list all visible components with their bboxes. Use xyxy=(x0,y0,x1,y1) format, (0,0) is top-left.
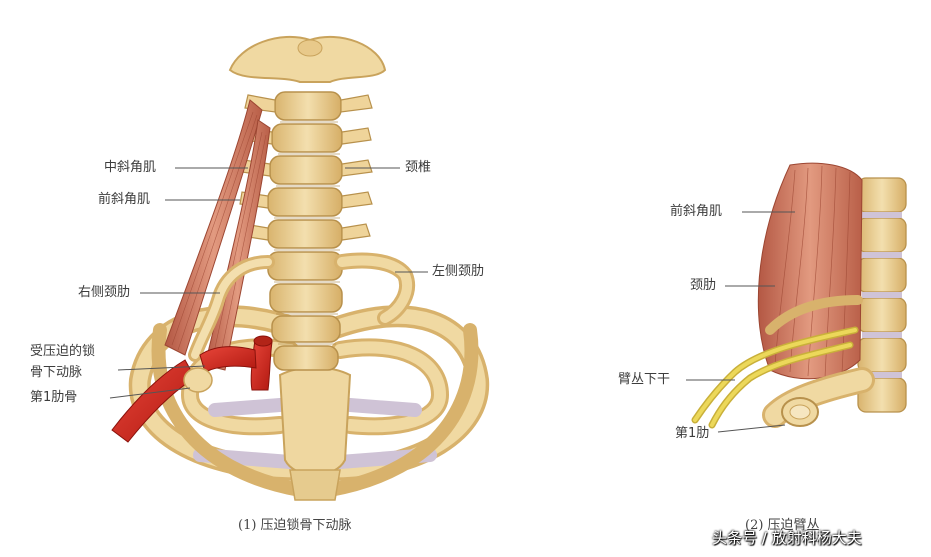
label-middle-scalene: 中斜角肌 xyxy=(104,160,157,175)
label-right-anterior-scalene: 前斜角肌 xyxy=(670,204,723,219)
label-right-first-rib: 第1肋 xyxy=(675,426,710,441)
label-left-cervical-rib: 左侧颈肋 xyxy=(432,264,485,279)
label-compressed-subclavian-line2: 骨下动脉 xyxy=(30,365,83,380)
label-compressed-subclavian-line1: 受压迫的锁 xyxy=(30,344,96,359)
leader-lines-left xyxy=(109,167,428,399)
caption-left: (1) 压迫锁骨下动脉 xyxy=(238,518,352,533)
label-anterior-scalene: 前斜角肌 xyxy=(98,192,151,207)
label-cervical-rib: 颈肋 xyxy=(690,278,717,293)
watermark: 头条号 / 放射科杨大夫 xyxy=(712,529,862,547)
caption-right: (2) 压迫臂丛 xyxy=(745,518,820,533)
label-right-cervical-rib: 右侧颈肋 xyxy=(78,285,131,300)
label-brachial-plexus-lower-trunk: 臂丛下干 xyxy=(618,372,671,387)
first-rib-end xyxy=(183,367,213,393)
label-cervical-vertebrae: 颈椎 xyxy=(405,160,432,175)
label-first-rib: 第1肋骨 xyxy=(30,390,78,405)
sternum xyxy=(278,366,352,476)
brachial-plexus-illustration xyxy=(686,162,907,433)
